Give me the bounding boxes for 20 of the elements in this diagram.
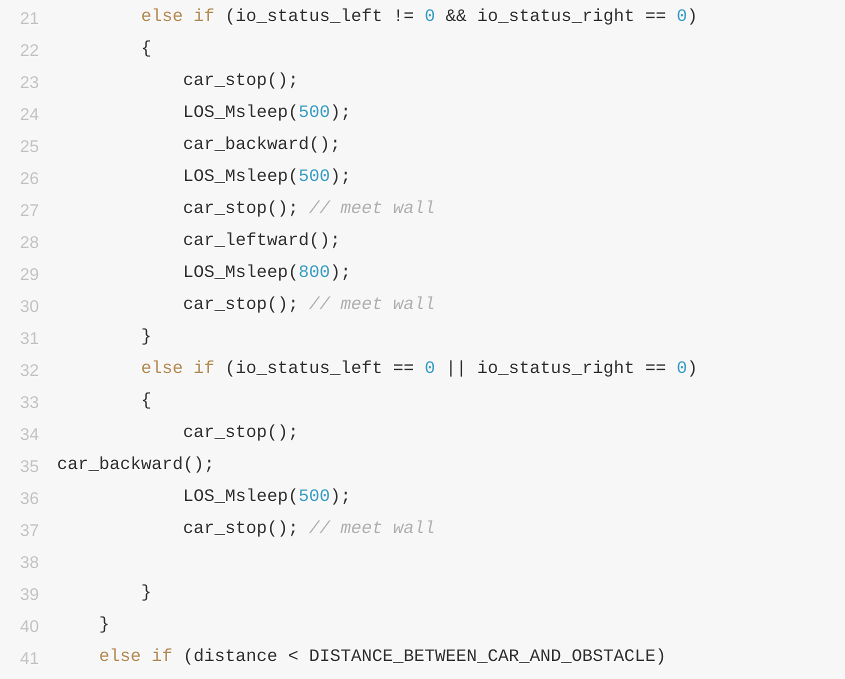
code-line: else if (io_status_left != 0 && io_status_right == 0) xyxy=(141,9,698,27)
code-line: LOS_Msleep(800); xyxy=(183,265,352,283)
code-line: { xyxy=(141,41,152,59)
code-line: LOS_Msleep(500); xyxy=(183,105,352,123)
code-line: car_stop(); // meet wall xyxy=(183,201,436,219)
code-line: LOS_Msleep(500); xyxy=(183,169,352,187)
code-line: car_backward(); xyxy=(57,457,215,475)
code-line: } xyxy=(141,329,152,347)
code-line: car_stop(); // meet wall xyxy=(183,521,436,539)
code-line: else if (distance < DISTANCE_BETWEEN_CAR_AND_OBSTACLE) xyxy=(99,649,666,667)
code-line: car_stop(); xyxy=(183,73,299,91)
code-line: else if (io_status_left == 0 || io_status_right == 0) xyxy=(141,361,698,379)
code-line: { xyxy=(141,393,152,411)
code-line: car_stop(); // meet wall xyxy=(183,297,436,315)
code-line: car_stop(); xyxy=(183,425,299,443)
code-line: car_backward(); xyxy=(183,137,341,155)
code-line: car_leftward(); xyxy=(183,233,341,251)
code-line: } xyxy=(99,617,110,635)
code-line: LOS_Msleep(500); xyxy=(183,489,352,507)
code-line: } xyxy=(141,585,152,603)
